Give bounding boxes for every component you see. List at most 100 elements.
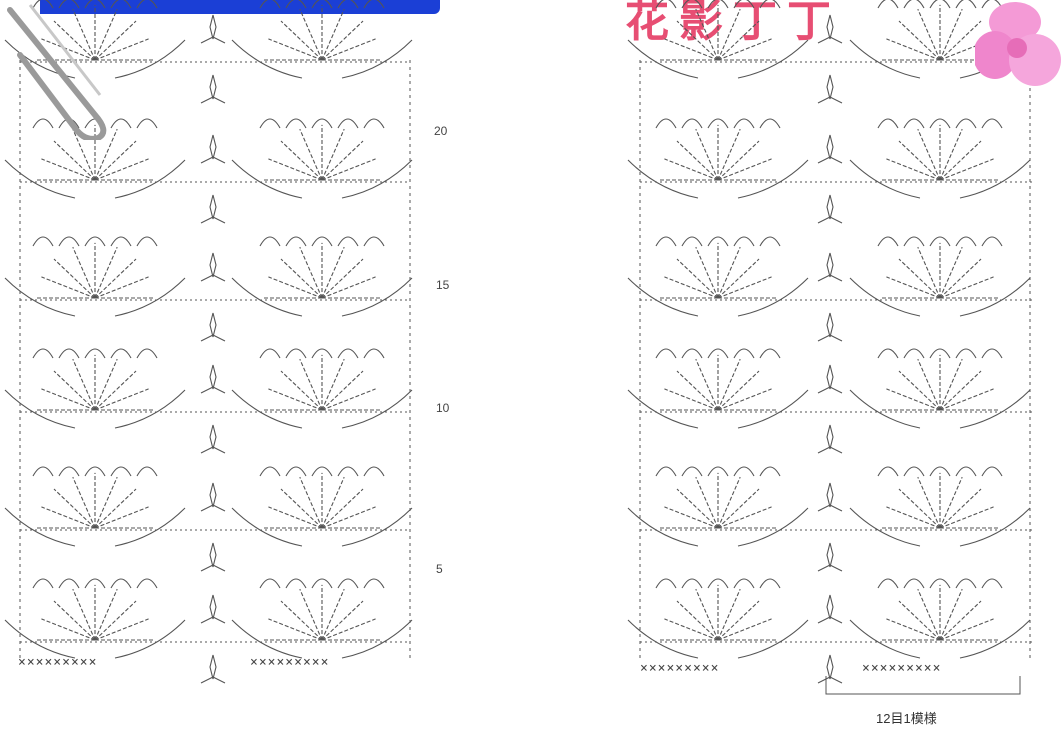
picot-loop <box>877 118 899 129</box>
shell-fan <box>4 236 186 317</box>
double-crochet <box>817 252 843 282</box>
double-crochet <box>200 424 226 454</box>
row-marker-5: 5 <box>436 562 443 576</box>
row-marker-20: 20 <box>434 124 448 138</box>
stitch-line <box>94 388 149 411</box>
stitch-line <box>717 370 760 411</box>
stitch-line <box>53 258 96 299</box>
stitch-line <box>898 370 941 411</box>
picot-loop <box>32 118 54 129</box>
chain-arc <box>849 619 1031 659</box>
chain-arc <box>231 619 413 659</box>
stitch-line <box>53 20 96 61</box>
picot-loop <box>981 118 1003 129</box>
foundation-row: ××××××××× <box>640 661 719 676</box>
stitch-line <box>72 476 96 529</box>
picot-loop <box>707 118 729 129</box>
stitch-column <box>817 252 843 282</box>
picot-loop <box>285 348 307 359</box>
picot-loop <box>32 466 54 477</box>
picot-loop <box>733 578 755 589</box>
shell-fan <box>231 236 413 317</box>
stitch-line <box>94 588 118 641</box>
stitch-line <box>939 258 982 299</box>
stitch-line <box>268 38 323 61</box>
stitch-line <box>695 8 719 61</box>
picot-loop <box>981 0 1003 9</box>
picot-loop <box>311 236 333 247</box>
picot-loop <box>285 236 307 247</box>
picot-loop <box>877 236 899 247</box>
stitch-line <box>72 588 96 641</box>
shell-fan <box>627 578 809 659</box>
picot-loop <box>337 0 359 9</box>
picot-loop <box>337 236 359 247</box>
shell-fan <box>4 578 186 659</box>
picot-loop <box>903 348 925 359</box>
picot-loop <box>681 348 703 359</box>
stitch-line <box>72 246 96 299</box>
stitch-line <box>41 618 96 641</box>
chain-arc <box>627 507 809 547</box>
stitch-line <box>664 388 719 411</box>
stitch-line <box>717 488 760 529</box>
chain-arc <box>627 619 809 659</box>
chain-arc <box>231 39 413 79</box>
picot-loop <box>733 348 755 359</box>
picot-loop <box>955 0 977 9</box>
picot-loop <box>681 0 703 9</box>
stitch-line <box>94 618 149 641</box>
double-crochet <box>817 134 843 164</box>
stitch-line <box>94 38 149 61</box>
stitch-column <box>200 364 226 394</box>
picot-loop <box>681 118 703 129</box>
stitch-line <box>676 600 719 641</box>
picot-loop <box>110 348 132 359</box>
stitch-line <box>53 370 96 411</box>
chain-arc <box>849 159 1031 199</box>
stitch-column <box>817 482 843 512</box>
stitch-line <box>321 140 364 181</box>
stitch-line <box>939 600 982 641</box>
picot-loop <box>337 578 359 589</box>
stitch-line <box>321 358 345 411</box>
stitch-line <box>939 370 982 411</box>
stitch-column <box>817 194 843 224</box>
stitch-line <box>321 588 345 641</box>
picot-loop <box>363 0 385 9</box>
picot-loop <box>981 578 1003 589</box>
picot-loop <box>759 0 781 9</box>
stitch-line <box>299 476 323 529</box>
double-crochet <box>817 74 843 104</box>
picot-loop <box>655 578 677 589</box>
picot-loop <box>110 466 132 477</box>
stitch-line <box>695 588 719 641</box>
stitch-line <box>676 370 719 411</box>
stitch-line <box>321 618 376 641</box>
double-crochet <box>200 14 226 44</box>
stitch-line <box>939 8 963 61</box>
stitch-line <box>717 246 741 299</box>
stitch-line <box>717 476 741 529</box>
stitch-line <box>321 246 345 299</box>
chain-arc <box>231 389 413 429</box>
double-crochet <box>200 654 226 684</box>
stitch-line <box>280 258 323 299</box>
picot-loop <box>285 578 307 589</box>
picot-loop <box>311 348 333 359</box>
picot-loop <box>877 348 899 359</box>
picot-loop <box>110 118 132 129</box>
picot-loop <box>58 466 80 477</box>
stitch-line <box>94 128 118 181</box>
chain-arc <box>627 277 809 317</box>
picot-loop <box>337 118 359 129</box>
stitch-column <box>200 14 226 44</box>
double-crochet <box>200 542 226 572</box>
stitch-line <box>41 38 96 61</box>
stitch-line <box>717 276 772 299</box>
picot-loop <box>929 0 951 9</box>
stitch-line <box>94 600 137 641</box>
stitch-line <box>664 158 719 181</box>
stitch-line <box>321 158 376 181</box>
double-crochet <box>200 134 226 164</box>
